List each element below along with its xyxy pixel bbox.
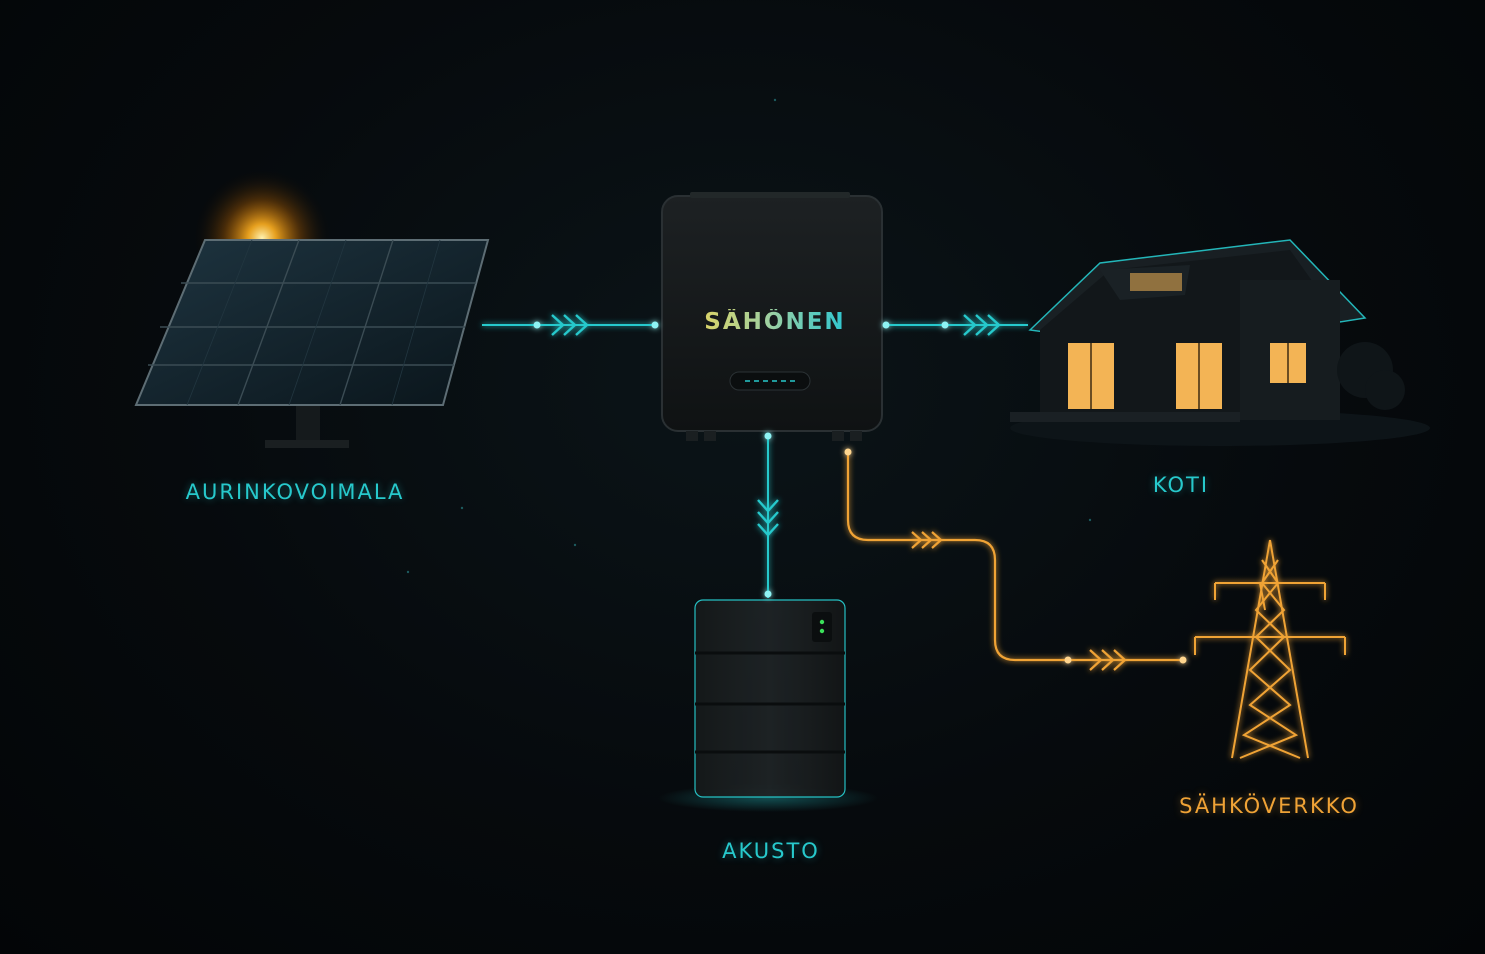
battery-label: AKUSTO [722, 839, 820, 863]
house-illustration [1010, 239, 1430, 446]
decor-stars [406, 98, 1092, 574]
grid-label: SÄHKÖVERKKO [1179, 794, 1359, 818]
arrow-chevrons-icon [757, 499, 779, 537]
arrow-chevrons-icon [911, 531, 1127, 671]
solar-label: AURINKOVOIMALA [185, 480, 405, 504]
arrow-chevrons-icon [551, 314, 589, 336]
inverter-illustration [661, 192, 883, 441]
flow-inverter-to-home [882, 314, 1028, 336]
solar-panel-illustration [134, 168, 490, 448]
power-pylon-illustration [1194, 539, 1346, 759]
battery-illustration [658, 599, 878, 812]
flow-solar-to-inverter [482, 314, 659, 336]
flow-inverter-to-grid [844, 448, 1187, 671]
flow-inverter-to-battery [757, 432, 779, 598]
arrow-chevrons-icon [963, 314, 1001, 336]
home-label: KOTI [1152, 473, 1210, 497]
inverter-brand-logo: SÄHÖNEN [704, 309, 846, 335]
